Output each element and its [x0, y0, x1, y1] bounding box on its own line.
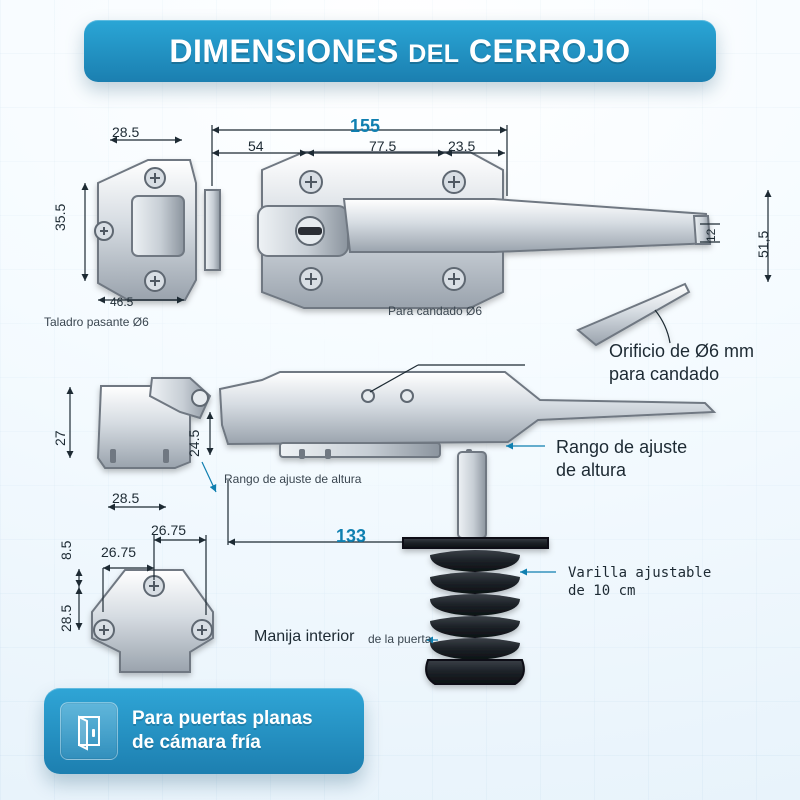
title-small: DEL: [408, 39, 460, 68]
top-main-latch: [204, 151, 712, 309]
label-height-adjust: Rango de ajuste de altura: [224, 472, 362, 486]
side-view: [96, 371, 717, 469]
badge-line-1: Para puertas planas: [132, 708, 313, 730]
title-main: DIMENSIONES: [169, 32, 399, 69]
page-title: DIMENSIONES DEL CERROJO: [169, 33, 630, 70]
bellows-rings: [430, 550, 520, 660]
title-end: CERROJO: [468, 32, 631, 69]
door-icon: [60, 702, 118, 760]
dim-28-5-top: 28.5: [112, 124, 140, 140]
dim-24-5: 24.5: [186, 429, 202, 457]
label-padlock: Para candado Ø6: [388, 304, 483, 318]
dim-35-5: 35.5: [52, 203, 68, 231]
top-dimensions: [81, 125, 772, 304]
bottom-left-block: [91, 569, 214, 673]
dim-8-5: 8.5: [58, 540, 74, 560]
label-adjust-range: Rango de ajuste de altura: [556, 437, 688, 480]
dim-54: 54: [248, 138, 264, 154]
dim-26-75-left: 26.75: [101, 544, 137, 560]
title-banner: DIMENSIONES DEL CERROJO: [84, 20, 716, 82]
label-drill-hole: Taladro pasante Ø6: [44, 315, 149, 329]
dim-27: 27: [52, 430, 68, 446]
badge-line-2: de cámara fría: [132, 732, 261, 753]
label-handle-small: de la puerta: [368, 632, 432, 646]
dim-133: 133: [336, 526, 367, 546]
dim-26-75-right: 26.75: [151, 522, 187, 538]
padlock-hole-detail: [576, 282, 691, 347]
label-handle-main: Manija interior: [254, 628, 355, 645]
top-left-hinge: [94, 159, 197, 301]
bottom-left-dimensions: [75, 535, 207, 630]
inner-handle-callouts: [426, 568, 556, 644]
dim-46-5: 46.5: [110, 295, 134, 309]
dim-77-5: 77.5: [369, 138, 397, 154]
dim-28-5-side: 28.5: [112, 490, 140, 506]
badge-text: Para puertas planas de cámara fría: [132, 707, 313, 755]
label-padlock-hole: Orificio de Ø6 mm para candado: [609, 341, 755, 384]
dim-12: 12: [704, 228, 718, 242]
inner-handle: [402, 451, 549, 685]
footer-badge: Para puertas planas de cámara fría: [44, 688, 364, 774]
dim-155: 155: [350, 116, 381, 136]
side-dimensions: [66, 364, 545, 546]
label-rod: Varilla ajustable de 10 cm: [568, 565, 712, 600]
dim-23-5: 23.5: [448, 138, 476, 154]
dim-51-5: 51,5: [755, 230, 771, 258]
dim-28-5-bottom: 28.5: [58, 604, 74, 632]
